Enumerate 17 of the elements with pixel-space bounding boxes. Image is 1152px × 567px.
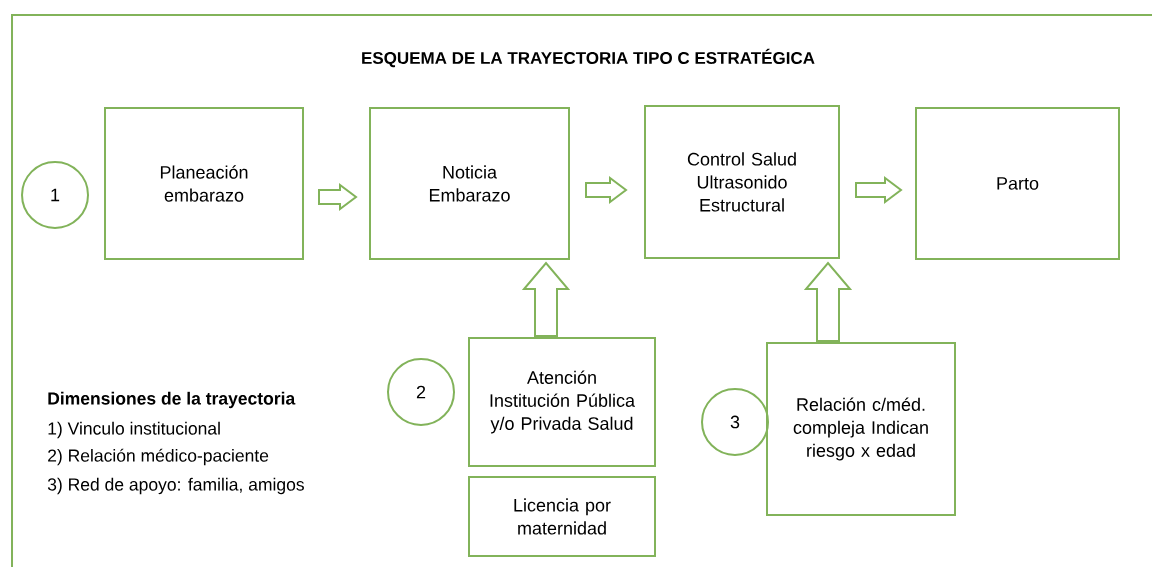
process-box: Noticia Embarazo [369, 107, 570, 260]
block-arrow [855, 176, 903, 204]
block-arrow [521, 261, 571, 337]
legend-item: 3) Red de apoyo: familia, amigos [47, 477, 304, 495]
process-box: Control Salud Ultrasonido Estructural [644, 105, 840, 259]
process-box: Planeación embarazo [104, 107, 304, 260]
block-arrow [585, 176, 628, 204]
legend-item: 1) Vinculo institucional [48, 421, 220, 439]
block-arrow [318, 183, 358, 211]
legend-item: 2) Relación médico-paciente [48, 448, 269, 466]
process-box: Licencia por maternidad [468, 476, 656, 557]
title: ESQUEMA DE LA TRAYECTORIA TIPO C ESTRATÉGICA [362, 48, 815, 68]
block-arrow [803, 261, 853, 342]
legend-heading: Dimensiones de la trayectoria [48, 391, 296, 409]
process-box: Relación c/méd. compleja Indican riesgo x edad [766, 342, 956, 516]
process-box: Parto [915, 107, 1120, 260]
process-box: Atención Institución Pública y/o Privada Salud [468, 337, 656, 467]
